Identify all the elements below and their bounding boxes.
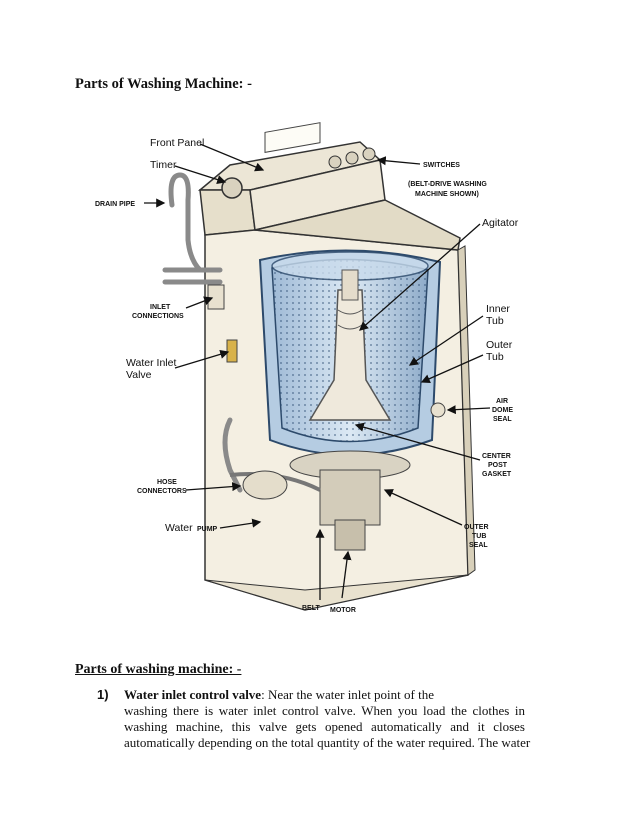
hoses bbox=[162, 172, 243, 493]
label-hose-2: CONNECTORS bbox=[137, 488, 187, 495]
label-drain-pipe: DRAIN PIPE bbox=[95, 201, 135, 208]
switch-knob-3 bbox=[362, 147, 376, 161]
label-water-pump-1: Water bbox=[165, 522, 193, 534]
label-belt-drive-2: MACHINE SHOWN) bbox=[415, 191, 479, 198]
switch-knob-1 bbox=[328, 155, 342, 169]
item-number: 1) bbox=[97, 687, 109, 702]
air-dome bbox=[430, 402, 446, 418]
label-belt: BELT bbox=[302, 605, 320, 612]
label-center-post-3: GASKET bbox=[482, 471, 512, 478]
label-outer-tub-1: Outer bbox=[486, 339, 513, 351]
water-pump bbox=[242, 470, 288, 500]
page-title: Parts of Washing Machine: - bbox=[75, 76, 252, 92]
washing-machine-diagram: Front Panel Timer DRAIN PIPE SWITCHES (B… bbox=[80, 120, 540, 625]
water-inlet-valve bbox=[226, 339, 238, 363]
label-outer-tub-2: Tub bbox=[486, 351, 504, 363]
item-line-4: automatically depending on the total qua… bbox=[124, 735, 531, 750]
label-outer-tub-seal-3: SEAL bbox=[469, 542, 488, 549]
label-water-inlet-2: Valve bbox=[126, 369, 152, 381]
agitator bbox=[308, 269, 392, 421]
label-inner-tub-1: Inner bbox=[486, 303, 510, 315]
section-heading: Parts of washing machine: - bbox=[75, 662, 242, 677]
item-line-1-rest: : Near the water inlet point of the bbox=[261, 687, 434, 702]
item-text: Water inlet control valve: Near the wate… bbox=[124, 687, 531, 751]
label-air-dome-3: SEAL bbox=[493, 416, 512, 423]
leader-lines bbox=[144, 143, 491, 600]
label-inlet-2: CONNECTIONS bbox=[132, 313, 184, 320]
diagram-labels: Front Panel Timer DRAIN PIPE SWITCHES (B… bbox=[95, 137, 519, 614]
item-line-2: washing there is water inlet control val… bbox=[124, 703, 525, 718]
label-center-post-2: POST bbox=[488, 462, 508, 469]
label-center-post-1: CENTER bbox=[482, 453, 511, 460]
inlet-block bbox=[207, 284, 225, 310]
label-air-dome-2: DOME bbox=[492, 407, 513, 414]
timer-knob bbox=[221, 177, 243, 199]
item-term: Water inlet control valve bbox=[124, 687, 262, 702]
label-agitator: Agitator bbox=[482, 217, 519, 229]
label-water-inlet-1: Water Inlet bbox=[126, 357, 176, 369]
label-hose-1: HOSE bbox=[157, 479, 177, 486]
label-outer-tub-seal-1: OUTER bbox=[464, 524, 489, 531]
item-line-1: Water inlet control valve: Near the wate… bbox=[124, 687, 525, 703]
base-assembly bbox=[229, 450, 411, 551]
control-panel bbox=[221, 122, 376, 199]
label-front-panel: Front Panel bbox=[150, 137, 204, 149]
label-water-pump-2: PUMP bbox=[197, 526, 218, 533]
label-inner-tub-2: Tub bbox=[486, 315, 504, 327]
label-switches: SWITCHES bbox=[423, 162, 460, 169]
label-motor: MOTOR bbox=[330, 607, 356, 614]
item-line-3: washing machine, this valve gets opened … bbox=[124, 719, 525, 734]
label-air-dome-1: AIR bbox=[496, 398, 508, 405]
label-inlet-1: INLET bbox=[150, 304, 171, 311]
label-outer-tub-seal-2: TUB bbox=[472, 533, 486, 540]
label-belt-drive-1: (BELT-DRIVE WASHING bbox=[408, 181, 487, 188]
switch-knob-2 bbox=[345, 151, 359, 165]
label-timer: Timer bbox=[150, 159, 177, 171]
